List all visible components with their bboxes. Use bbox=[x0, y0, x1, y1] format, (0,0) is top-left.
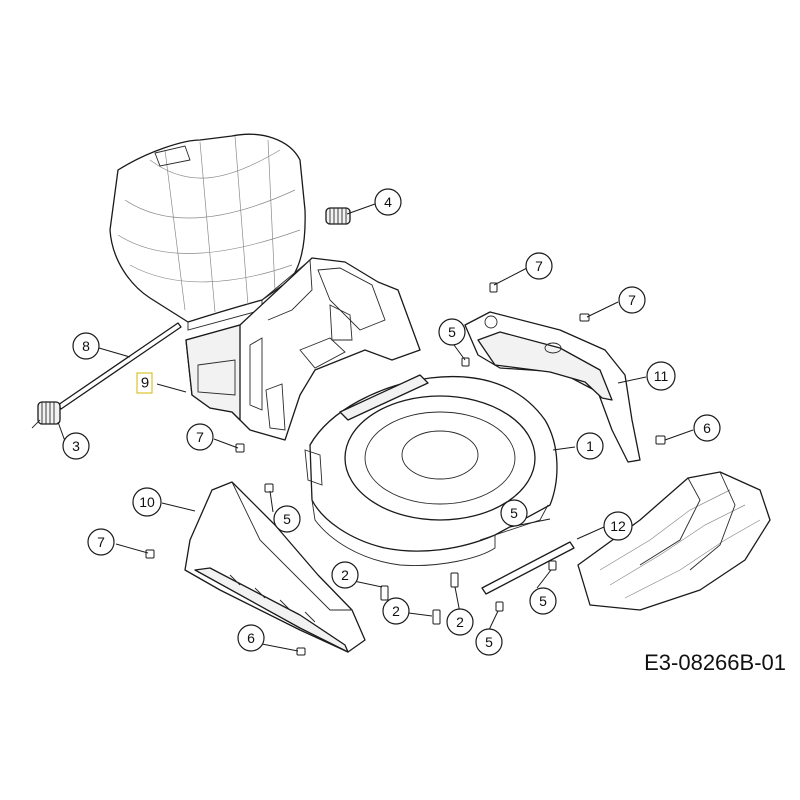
callout-7a: 7 bbox=[525, 252, 553, 280]
callout-7c: 7 bbox=[186, 423, 214, 451]
callout-label: 4 bbox=[384, 194, 392, 210]
callout-6a: 6 bbox=[693, 414, 721, 442]
callout-label: 2 bbox=[456, 614, 464, 630]
callout-label: 2 bbox=[392, 603, 400, 619]
callout-10: 10 bbox=[132, 487, 162, 517]
callout-label: 5 bbox=[485, 634, 493, 650]
callout-label: 5 bbox=[448, 324, 456, 340]
mower-deck-part-1 bbox=[304, 374, 558, 566]
callout-5e: 5 bbox=[475, 628, 503, 656]
callout-12: 12 bbox=[603, 511, 633, 541]
callout-label: 2 bbox=[341, 567, 349, 583]
callout-9: 9 bbox=[136, 372, 153, 394]
callout-label: 7 bbox=[535, 258, 543, 274]
rear-flap-frame-part-9 bbox=[185, 257, 421, 441]
spring-part-4 bbox=[325, 207, 351, 225]
blade-part-12 bbox=[481, 541, 575, 595]
callout-5a: 5 bbox=[438, 318, 466, 346]
drawing-code: E3-08266B-01 bbox=[644, 650, 786, 675]
spring-part-3 bbox=[31, 401, 61, 429]
callout-8: 8 bbox=[72, 332, 100, 360]
rod-part-8 bbox=[57, 322, 182, 410]
callout-2b: 2 bbox=[382, 597, 410, 625]
callout-4: 4 bbox=[374, 188, 402, 216]
callout-label: 7 bbox=[628, 292, 636, 308]
screw-icon bbox=[145, 282, 666, 656]
callout-5c: 5 bbox=[500, 499, 528, 527]
callout-7b: 7 bbox=[618, 286, 646, 314]
callout-label: 8 bbox=[82, 338, 90, 354]
callout-7d: 7 bbox=[87, 528, 115, 556]
callout-11: 11 bbox=[646, 361, 676, 391]
callout-label: 3 bbox=[72, 438, 80, 454]
callout-label: 11 bbox=[654, 368, 669, 384]
callout-label: 6 bbox=[703, 420, 711, 436]
callout-label: 5 bbox=[283, 511, 291, 527]
mulch-cover-part bbox=[577, 471, 771, 611]
callout-5b: 5 bbox=[273, 505, 301, 533]
side-discharge-chute-part-10 bbox=[184, 481, 366, 653]
callout-3: 3 bbox=[62, 432, 90, 460]
callout-2a: 2 bbox=[331, 561, 359, 589]
callout-label: 7 bbox=[97, 534, 105, 550]
callout-label: 5 bbox=[539, 593, 547, 609]
callout-label: 6 bbox=[247, 630, 255, 646]
callout-label: 7 bbox=[196, 429, 204, 445]
callout-1: 1 bbox=[576, 432, 604, 460]
callout-label: 1 bbox=[586, 438, 594, 454]
callout-5d: 5 bbox=[529, 587, 557, 615]
callout-label: 10 bbox=[139, 494, 155, 510]
side-flap-part-11 bbox=[464, 311, 641, 463]
callout-label: 5 bbox=[510, 505, 518, 521]
callout-6b: 6 bbox=[237, 624, 265, 652]
callout-2c: 2 bbox=[446, 608, 474, 636]
callout-label: 12 bbox=[610, 518, 626, 534]
callout-label-highlighted: 9 bbox=[141, 375, 149, 392]
grass-catcher-bag bbox=[109, 133, 306, 331]
